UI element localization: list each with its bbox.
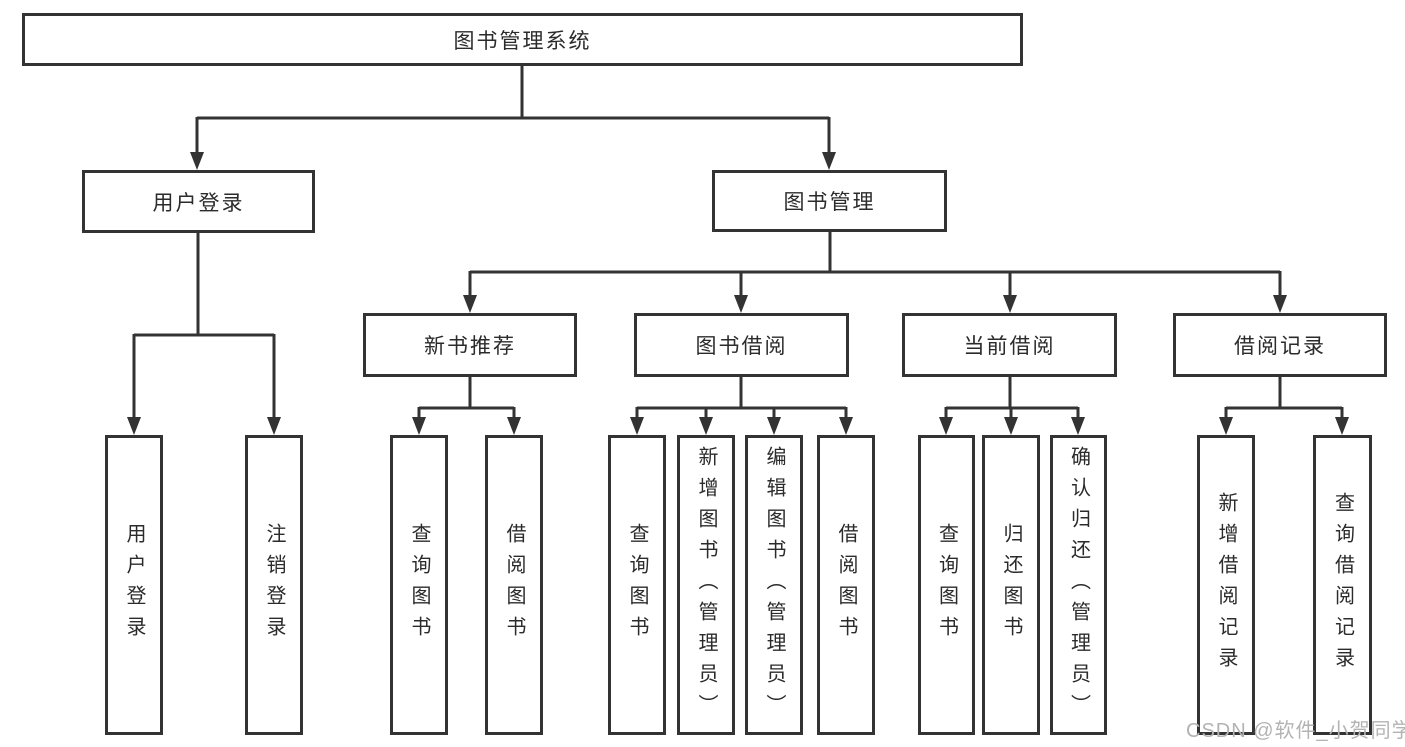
- leaf-edit-books-admin-label: 编辑图书（管理员）: [763, 445, 785, 725]
- leaf-user-login-label: 用户登录: [123, 523, 145, 647]
- leaf-query-books-recommend: 查询图书: [390, 435, 448, 735]
- leaf-add-borrow-record-label: 新增借阅记录: [1215, 492, 1237, 678]
- node-library-system: 图书管理系统: [22, 13, 1023, 66]
- leaf-user-login: 用户登录: [105, 435, 163, 735]
- leaf-add-books-admin: 新增图书（管理员）: [677, 435, 735, 735]
- node-user-login: 用户登录: [82, 170, 315, 233]
- leaf-return-books: 归还图书: [982, 435, 1040, 735]
- leaf-query-books-current: 查询图书: [918, 435, 975, 735]
- leaf-borrow-books-recommend: 借阅图书: [485, 435, 543, 735]
- leaf-query-books-current-label: 查询图书: [935, 523, 958, 647]
- leaf-logout-label: 注销登录: [263, 523, 285, 647]
- leaf-query-borrow-record: 查询借阅记录: [1313, 435, 1372, 735]
- leaf-borrow-books-borrowing: 借阅图书: [817, 435, 875, 735]
- leaf-logout: 注销登录: [245, 435, 303, 735]
- node-book-management: 图书管理: [712, 170, 947, 232]
- csdn-watermark: CSDN @软件_小贺同学: [1186, 720, 1405, 742]
- node-borrowing-records: 借阅记录: [1173, 313, 1387, 377]
- leaf-query-books-recommend-label: 查询图书: [408, 523, 430, 647]
- leaf-borrow-books-recommend-label: 借阅图书: [503, 523, 525, 647]
- leaf-confirm-return-admin: 确认归还（管理员）: [1050, 435, 1107, 735]
- leaf-add-books-admin-label: 新增图书（管理员）: [695, 445, 717, 725]
- leaf-borrow-books-borrowing-label: 借阅图书: [835, 523, 857, 647]
- leaf-query-borrow-record-label: 查询借阅记录: [1331, 492, 1354, 678]
- leaf-confirm-return-admin-label: 确认归还（管理员）: [1067, 445, 1090, 725]
- leaf-query-books-borrowing-label: 查询图书: [626, 523, 648, 647]
- leaf-edit-books-admin: 编辑图书（管理员）: [745, 435, 803, 735]
- leaf-query-books-borrowing: 查询图书: [608, 435, 666, 735]
- node-book-borrowing: 图书借阅: [634, 313, 849, 377]
- leaf-return-books-label: 归还图书: [1000, 523, 1022, 647]
- node-current-borrowing: 当前借阅: [902, 313, 1117, 377]
- node-new-book-recommend: 新书推荐: [363, 313, 577, 377]
- leaf-add-borrow-record: 新增借阅记录: [1197, 435, 1255, 735]
